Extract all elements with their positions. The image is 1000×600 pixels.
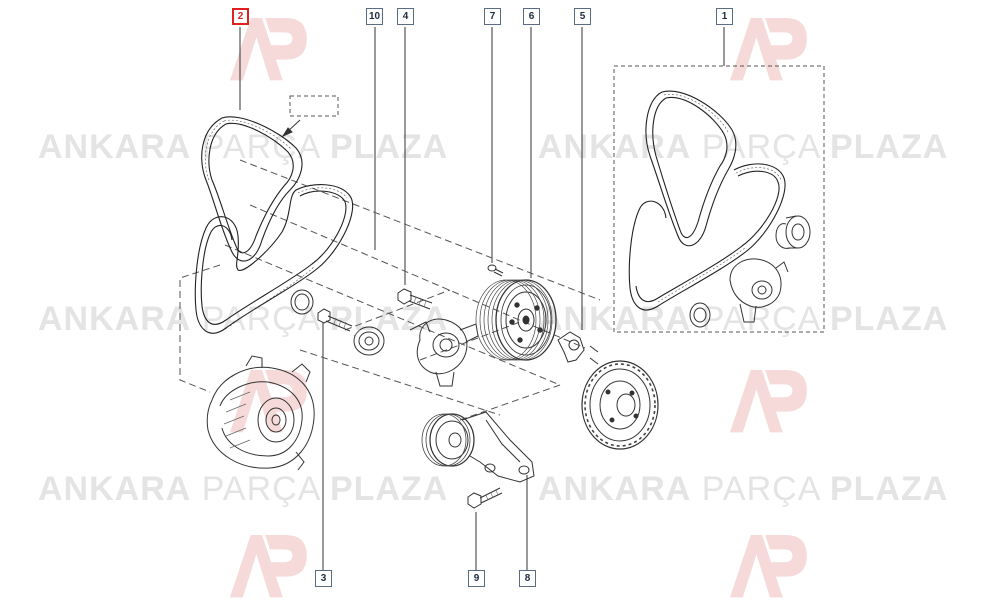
callout-3[interactable]: 3: [315, 570, 332, 587]
serpentine-belt: [194, 116, 354, 334]
reference-box: [289, 95, 339, 117]
callout-4[interactable]: 4: [397, 8, 414, 25]
watermark-logo-3: [230, 370, 307, 433]
callout-2[interactable]: 2: [232, 8, 249, 25]
callout-3-label: 3: [320, 573, 327, 584]
watermark-logo-6: [730, 535, 807, 598]
small-screw: [487, 264, 504, 277]
watermark-logo-5: [230, 535, 307, 598]
assembly-axis-lines: [179, 159, 601, 421]
callout-5[interactable]: 5: [574, 8, 591, 25]
callout-9-label: 9: [473, 573, 480, 584]
watermark-logo-1: [230, 18, 307, 81]
tensioner-bracket: [557, 331, 599, 365]
idler-bracket: [421, 411, 535, 483]
belt-kit-frame: [613, 65, 825, 333]
kit-tensioner: [729, 258, 789, 323]
callout-6[interactable]: 6: [523, 8, 540, 25]
watermark-logo-4: [730, 370, 807, 433]
callout-8-label: 8: [524, 573, 531, 584]
callout-8[interactable]: 8: [519, 570, 536, 587]
callout-4-label: 4: [402, 11, 409, 22]
mount-bolt: [467, 487, 503, 509]
callout-10[interactable]: 10: [366, 8, 383, 25]
callout-9[interactable]: 9: [468, 570, 485, 587]
alternator: [206, 355, 315, 471]
callout-6-label: 6: [528, 11, 535, 22]
kit-idler-roller: [775, 215, 811, 249]
callout-10-label: 10: [368, 11, 381, 22]
bolt: [317, 308, 353, 332]
callout-1-label: 1: [721, 11, 728, 22]
watermark-logo-2: [730, 18, 807, 81]
damper-pulley: [581, 360, 659, 450]
callout-7[interactable]: 7: [484, 8, 501, 25]
stud-bolt: [397, 288, 433, 310]
callout-5-label: 5: [579, 11, 586, 22]
seal-ring: [290, 289, 314, 315]
crankshaft-pulley: [475, 279, 557, 361]
callout-1[interactable]: 1: [716, 8, 733, 25]
callout-7-label: 7: [489, 11, 496, 22]
kit-seal-ring: [689, 302, 711, 328]
kit-belt-ribs: [657, 93, 782, 303]
kit-belt: [628, 90, 786, 311]
belt-ribs: [205, 119, 348, 327]
tensioner-assembly: [409, 318, 479, 387]
idler-pulley: [353, 326, 385, 356]
callout-2-label: 2: [237, 11, 244, 22]
reference-arrow-head: [281, 127, 293, 138]
